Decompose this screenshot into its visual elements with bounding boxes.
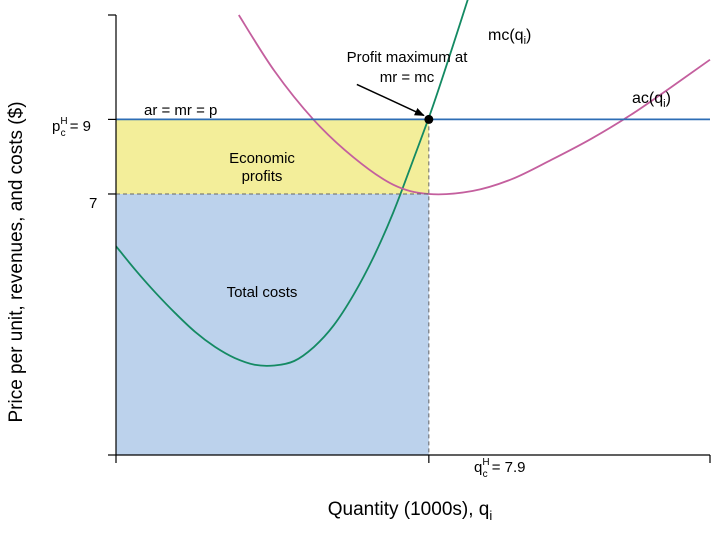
profit-maximum-arrow: [356, 83, 425, 117]
mc-curve-label: mc(qi): [488, 27, 531, 47]
y-axis-label: Price per unit, revenues, and costs ($): [6, 101, 27, 422]
profit-maximum-label-line2: mr = mc: [380, 69, 435, 86]
economic-profits-area: [116, 119, 429, 194]
total-costs-label: Total costs: [227, 284, 298, 301]
total-costs-area: [116, 193, 429, 456]
profit-maximum-label-line1: Profit maximum at: [347, 49, 469, 66]
economic-profits-label-line2: profits: [242, 168, 283, 185]
x-axis-label: Quantity (1000s), qi: [328, 499, 493, 523]
economic-profits-label-line1: Economic: [229, 150, 295, 167]
profit-maximum-point: [424, 114, 434, 124]
y-tick-label-7: 7: [89, 195, 97, 212]
ac-curve-label: ac(qi): [632, 90, 671, 110]
mc-curve: [116, 0, 469, 367]
price-line-label: ar = mr = p: [144, 102, 217, 119]
